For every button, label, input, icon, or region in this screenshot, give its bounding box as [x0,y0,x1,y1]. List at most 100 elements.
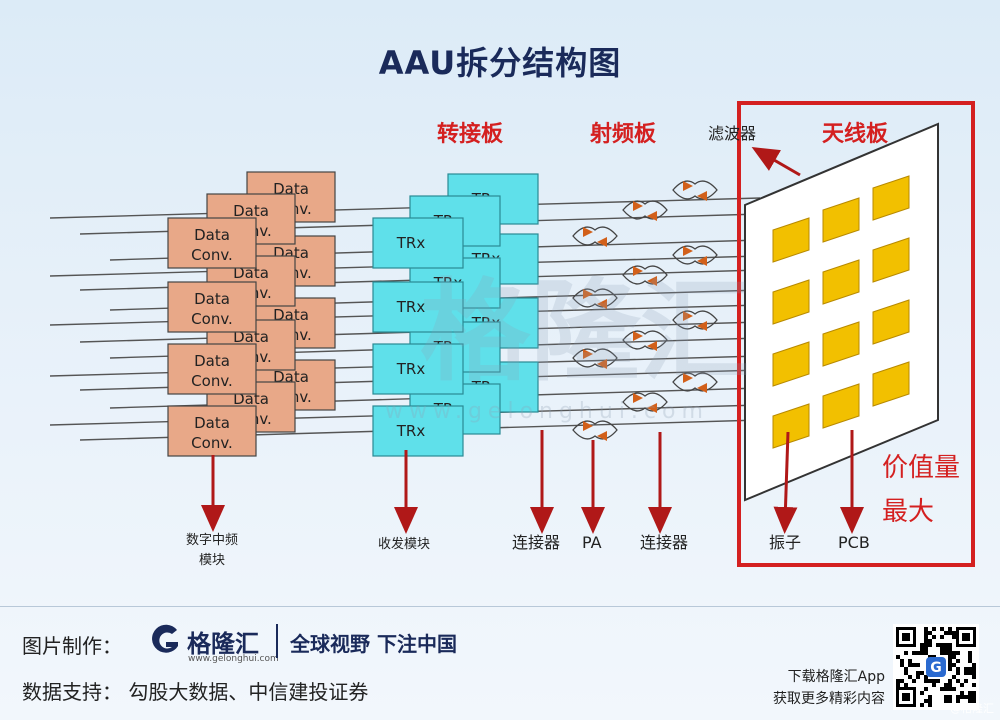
data-conv-rect [167,343,257,395]
qr-module [924,675,928,679]
qr-code[interactable]: G [893,624,979,710]
data-conv-modules: DataConv.DataConv.DataConv.DataConv.Data… [167,171,336,457]
footer-logo-url: www.gelonghui.com [188,654,279,664]
pa-triangle [683,181,693,191]
label-adapter-board: 转接板 [437,121,504,147]
qr-module [960,695,964,699]
pa-triangle [697,191,707,201]
app-promo-text: 获取更多精彩内容 [773,691,885,707]
antenna-element [872,361,910,407]
pa-loop [672,372,718,392]
qr-module [944,687,948,691]
data-conv-rect [167,281,257,333]
label-pa: PA [582,533,602,552]
page-title: AAU拆分结构图 [378,44,622,82]
qr-module [900,659,904,663]
data-conv-label-line1: Data [194,414,230,432]
qr-module [924,643,928,647]
pa-triangle [633,393,643,403]
qr-module [964,671,968,675]
pa-component [572,348,618,369]
qr-module [944,647,948,651]
qr-module [956,651,960,655]
trx-modules: TRxTRxTRxTRxTRxTRxTRxTRxTRxTRxTRxTRx [372,173,539,457]
aau-diagram: DataConv.DataConv.DataConv.DataConv.Data… [49,101,975,568]
qr-module [896,679,900,683]
qr-module [972,671,976,675]
qr-module [944,683,948,687]
qr-module [932,683,936,687]
qr-module [952,651,956,655]
pa-loop [572,288,618,308]
qr-module [896,655,900,659]
qr-module [968,691,972,695]
trx-label: TRx [396,234,426,252]
arrow-element [773,431,798,534]
qr-module [948,683,952,687]
antenna-highlight-box [737,101,975,567]
filter-pointer-arrow [751,146,801,177]
qr-module [924,699,928,703]
data-conv-label-line2: Conv. [191,434,233,452]
label-digital-if-2: 模块 [199,553,225,568]
qr-module [952,675,956,679]
qr-module [932,679,936,683]
data-conv-label-line1: Data [194,290,230,308]
qr-module [904,651,908,655]
qr-module [924,679,928,683]
qr-module [968,655,972,659]
qr-module [956,659,960,663]
pa-triangle [647,211,657,221]
pa-triangle [583,289,593,299]
label-rf-board: 射频板 [589,121,657,147]
qr-module [936,679,940,683]
trx-rect [372,281,464,333]
data-conv-label-line2: Conv. [191,246,233,264]
corner-watermark: @格隆汇 [950,702,994,715]
pa-triangle [683,373,693,383]
center-watermark-url: www.gelonghui.com [385,399,709,424]
pa-loop [622,200,668,220]
qr-module [952,687,956,691]
pa-loop [622,265,668,285]
pa-loop [622,392,668,412]
trx-rect [372,343,464,395]
pa-component [572,420,618,441]
qr-module [948,663,952,667]
pa-component [572,288,618,309]
pa-component [572,226,618,247]
trx-label: TRx [396,298,426,316]
qr-module [908,659,912,663]
qr-module [916,671,920,675]
qr-module [972,663,976,667]
qr-module [948,687,952,691]
qr-module [908,663,912,667]
qr-module [968,651,972,655]
qr-code-image: G [896,627,976,707]
pa-triangle [583,349,593,359]
pa-loop [672,180,718,200]
trx-rect [372,217,464,269]
qr-module [928,679,932,683]
qr-module [924,687,928,691]
qr-module [928,703,932,707]
qr-module [924,627,928,631]
qr-module [928,699,932,703]
antenna-elements [772,175,910,449]
app-download-text[interactable]: 下载格隆汇App [787,669,885,685]
pa-component [672,180,718,201]
qr-module [952,655,956,659]
pa-triangle [697,256,707,266]
qr-module [928,643,932,647]
qr-module [924,651,928,655]
qr-module [912,651,916,655]
qr-module [956,671,960,675]
pa-triangle [597,237,607,247]
qr-module [924,631,928,635]
label-connector-left: 连接器 [512,533,560,552]
qr-module [948,627,952,631]
label-pcb: PCB [838,533,870,552]
label-connector-right: 连接器 [640,533,688,552]
